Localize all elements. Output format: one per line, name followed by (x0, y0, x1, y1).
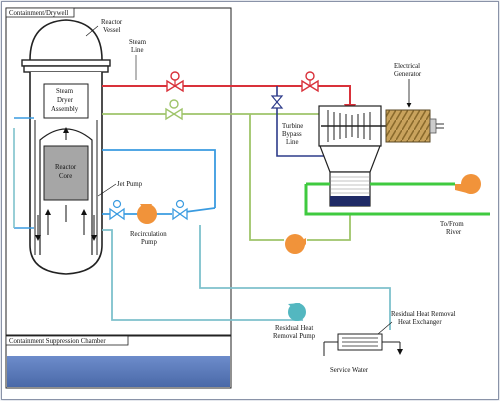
steam-dryer-label-2: Dryer (57, 97, 74, 104)
recirc-loop (102, 149, 216, 208)
rhr-pump (288, 303, 306, 321)
recirc-valve-2[interactable] (172, 199, 188, 221)
steam-dryer-label-1: Steam (56, 88, 74, 95)
containment-drywell-label: Containment/Drywell (9, 10, 68, 17)
steam-dryer-assembly (43, 83, 89, 119)
recirc-valve-1[interactable] (109, 199, 125, 221)
reactor-core (43, 145, 89, 201)
rhr-pump-label-2: Removal Pump (273, 333, 316, 340)
jet-pump-label: Jet Pump (117, 181, 143, 188)
condenser (319, 145, 381, 207)
steam-line (102, 85, 351, 112)
river-return-line (304, 184, 490, 216)
generator-label-1: Electrical (394, 63, 420, 70)
turbine (318, 105, 400, 147)
suppression-pool-water (7, 356, 230, 387)
feedwater-valve[interactable] (165, 99, 183, 121)
river-pump (455, 174, 481, 194)
turbine-bypass-label-3: Line (286, 139, 298, 146)
rhr-heat-exchanger (323, 333, 403, 356)
rhr-suction-line (102, 229, 303, 321)
turbine-bypass-label-1: Turbine (282, 123, 303, 130)
containment-drywell (5, 7, 232, 336)
river-label-1: To/From (440, 221, 464, 228)
steam-line-label-2: Line (131, 47, 143, 54)
rhr-pump-label-1: Residual Heat (275, 325, 313, 332)
steam-isolation-valve[interactable] (166, 71, 184, 93)
river-label-2: River (446, 229, 462, 236)
reactor-core-label-1: Reactor (55, 164, 77, 171)
rhr-return-line (199, 225, 391, 330)
bypass-valve[interactable] (270, 95, 284, 109)
service-water-label: Service Water (330, 367, 369, 374)
recirc-pump-label-1: Recirculation (130, 231, 167, 238)
reactor-core-label-2: Core (59, 173, 72, 180)
turbine-stop-valve[interactable] (301, 71, 319, 93)
steam-line-label-1: Steam (129, 39, 147, 46)
suppression-chamber-label: Containment Suppression Chamber (9, 338, 106, 345)
condensate-pump (285, 234, 306, 254)
reactor-vessel-label-1: Reactor (101, 19, 123, 26)
turbine-bypass-label-2: Bypass (282, 131, 302, 138)
reactor-vessel-label-2: Vessel (103, 27, 120, 34)
rhr-hx-label-2: Heat Exchanger (398, 319, 442, 326)
electrical-generator (385, 109, 444, 143)
generator-label-2: Generator (394, 71, 422, 78)
recirc-pump-label-2: Pump (141, 239, 157, 246)
recirculation-pump (137, 204, 157, 224)
steam-dryer-label-3: Assembly (51, 106, 79, 113)
rhr-hx-label-1: Residual Heat Removal (391, 311, 456, 318)
